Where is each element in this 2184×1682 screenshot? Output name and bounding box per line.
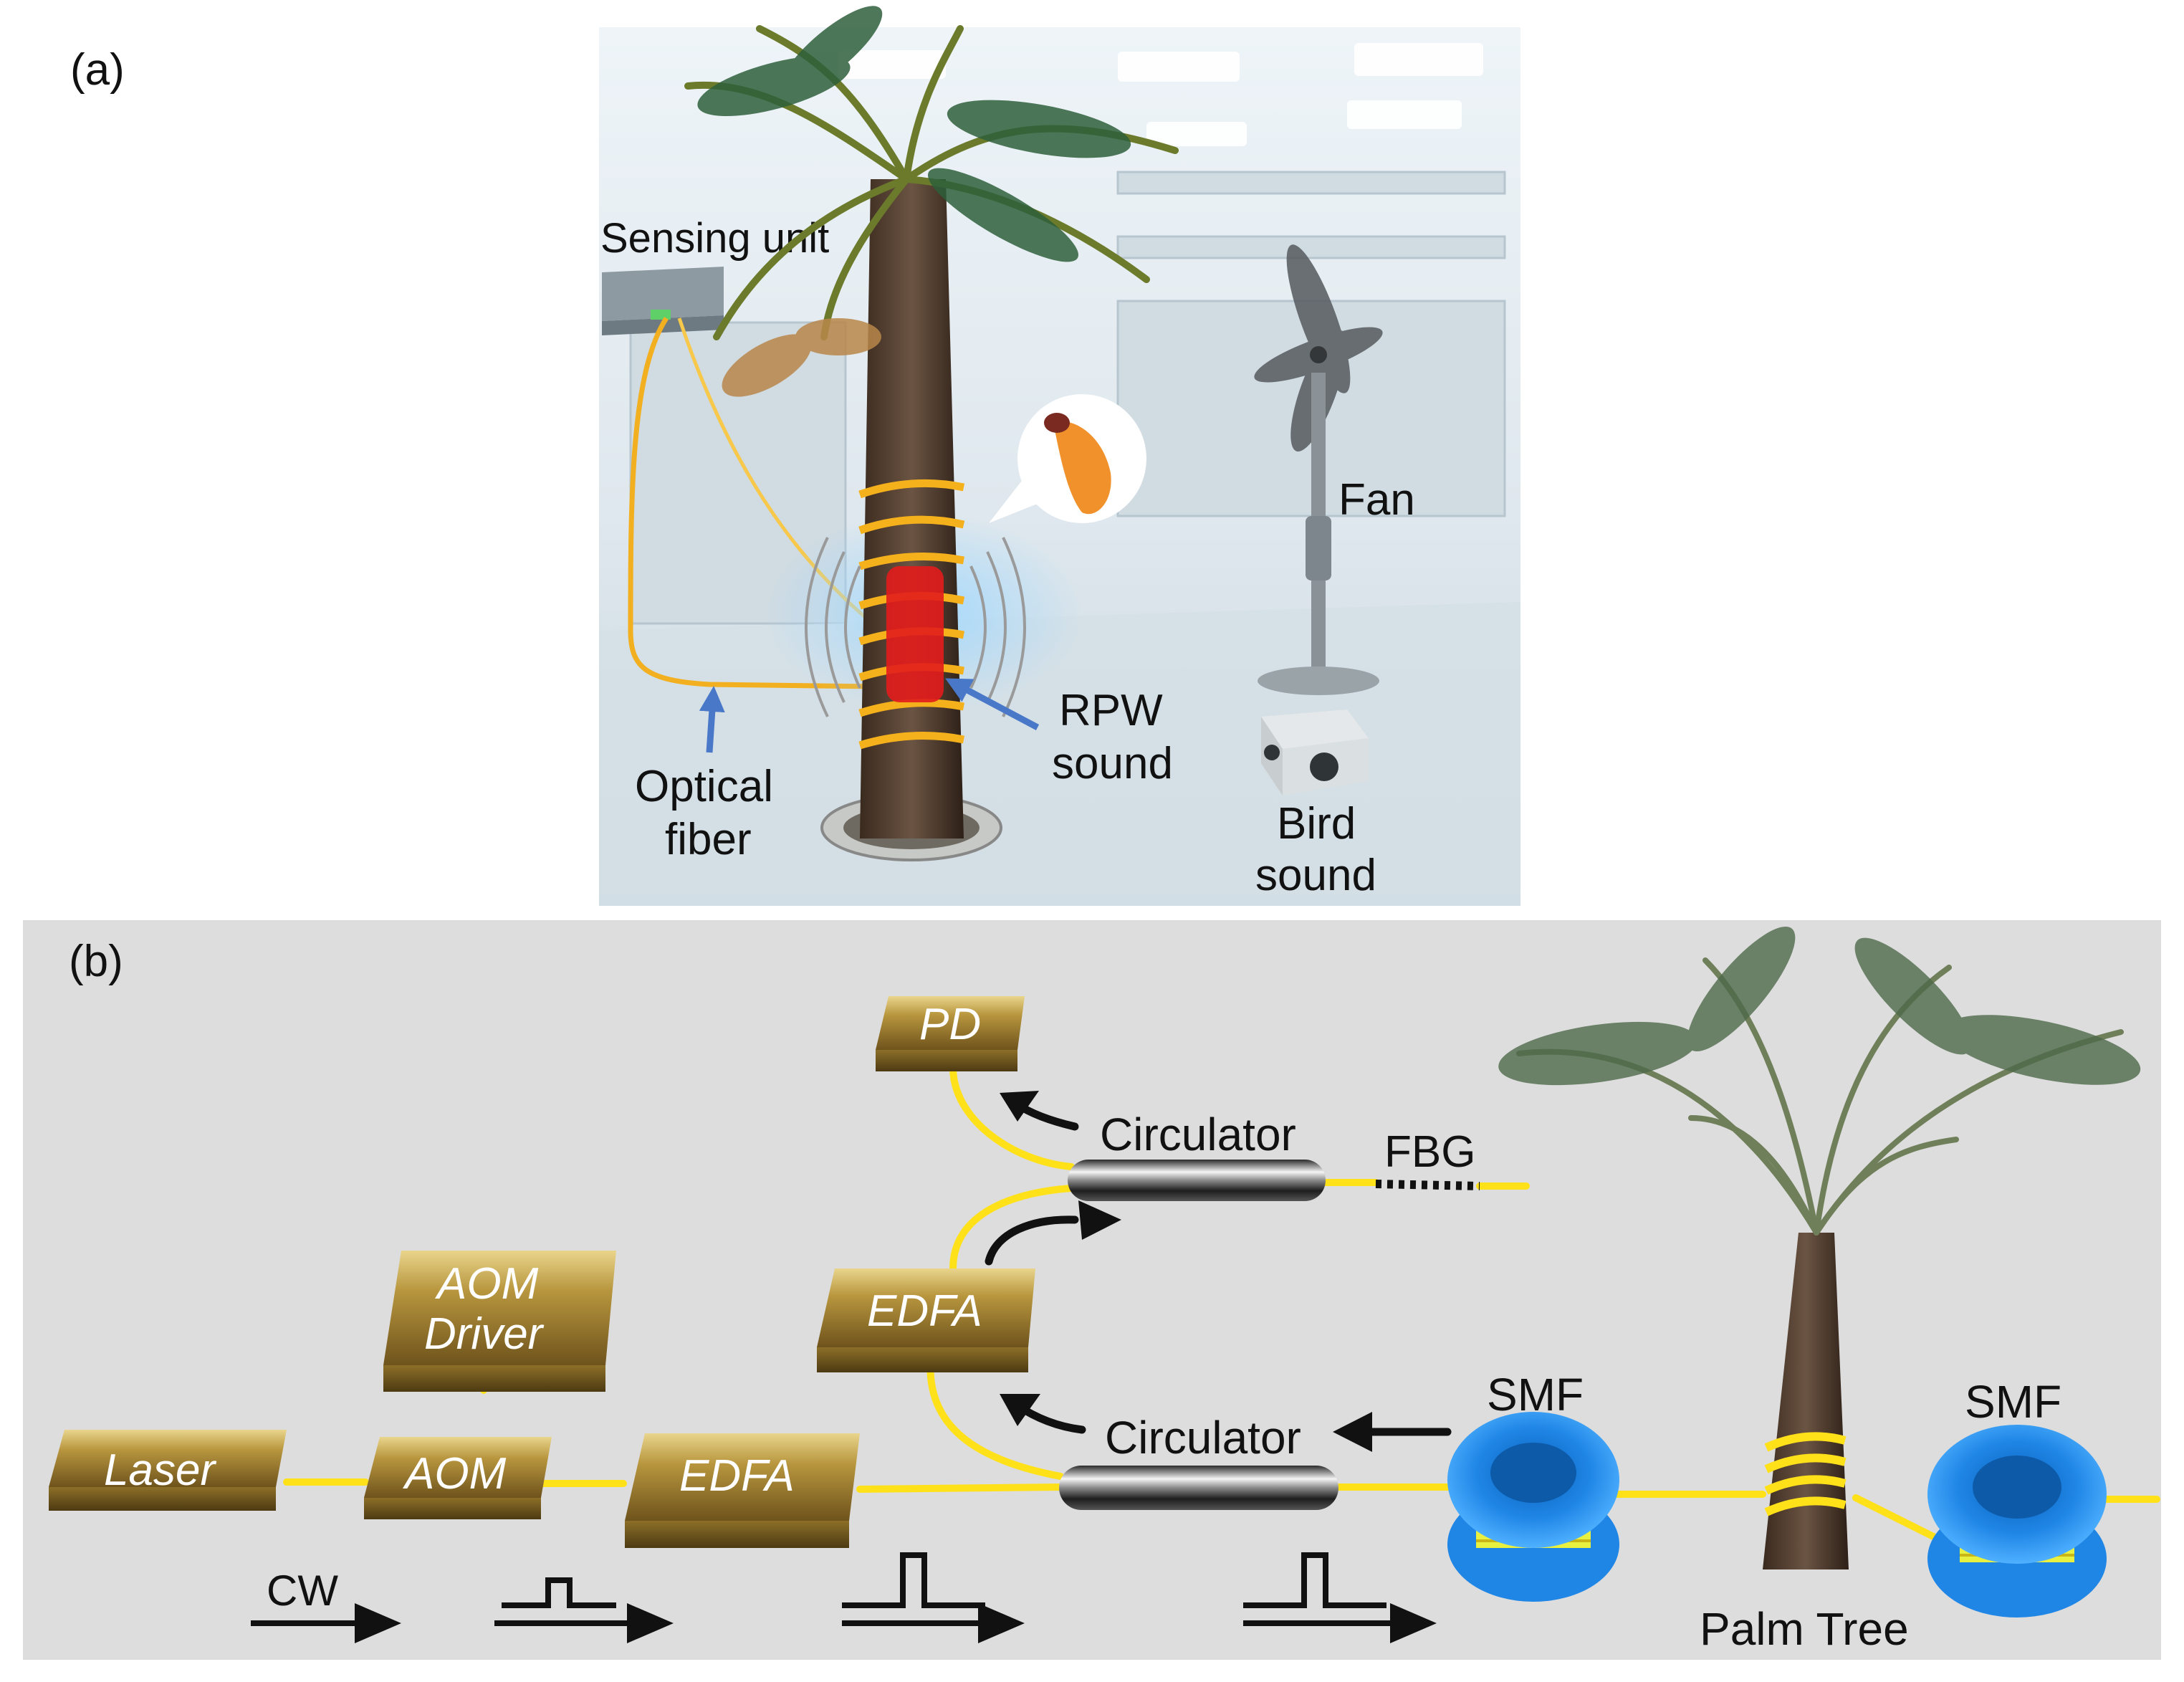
optical-fiber-arrow [699, 686, 725, 753]
palm-tree-b [1498, 926, 2141, 1569]
rpw-larva-callout [989, 394, 1146, 523]
rpw-label-2: sound [1052, 739, 1173, 788]
bird-sound-speaker-icon [1261, 709, 1369, 795]
panel-b-tag: (b) [69, 937, 123, 986]
aom-label: AOM [402, 1449, 507, 1499]
cw-label: CW [267, 1567, 338, 1615]
edfa-main-box[interactable]: EDFA [625, 1433, 860, 1548]
pulse-signals [251, 1552, 1394, 1626]
laser-box[interactable]: Laser [49, 1430, 287, 1511]
smf-spool-right [1927, 1425, 2107, 1618]
bird-sound-label-2: sound [1255, 851, 1376, 900]
panel-a-tag: (a) [70, 45, 125, 95]
aom-box[interactable]: AOM [364, 1437, 552, 1519]
fan-label: Fan [1338, 475, 1415, 525]
optical-fiber-label-1: Optical [635, 762, 773, 811]
laser-label: Laser [104, 1446, 216, 1495]
fbg-label: FBG [1384, 1127, 1475, 1177]
aom-driver-label-2: Driver [424, 1309, 545, 1359]
circulator-lower-label: Circulator [1105, 1412, 1301, 1463]
edfa-upper-box[interactable]: EDFA [817, 1268, 1035, 1372]
rpw-arrow [945, 678, 1040, 730]
fan-icon [1254, 244, 1383, 695]
edfa-main-label: EDFA [679, 1451, 795, 1501]
pd-box[interactable]: PD [876, 996, 1025, 1071]
aom-driver-box[interactable]: AOM Driver [383, 1251, 616, 1392]
circulator-upper-label: Circulator [1100, 1109, 1296, 1160]
palm-tree-a [684, 6, 1179, 861]
bird-sound-label-1: Bird [1277, 799, 1356, 849]
optical-fiber [628, 317, 878, 689]
smf-spool-left [1447, 1412, 1619, 1602]
smf-right-label: SMF [1965, 1376, 2061, 1428]
rpw-label-1: RPW [1059, 686, 1163, 735]
pulse-arrowheads [355, 1603, 1437, 1643]
pd-label: PD [919, 1000, 981, 1049]
rpw-infestation-region [886, 566, 944, 702]
smf-left-label: SMF [1487, 1369, 1584, 1420]
circulator-lower[interactable] [1059, 1466, 1338, 1510]
palm-tree-label: Palm Tree [1700, 1603, 1909, 1655]
sensing-unit-label: Sensing unit [600, 215, 829, 262]
aom-driver-label-1: AOM [434, 1259, 539, 1309]
optical-fiber-label-2: fiber [665, 815, 752, 864]
circulator-upper[interactable] [1068, 1160, 1326, 1201]
direction-arrowheads [1000, 1091, 1372, 1452]
edfa-upper-label: EDFA [867, 1286, 982, 1336]
